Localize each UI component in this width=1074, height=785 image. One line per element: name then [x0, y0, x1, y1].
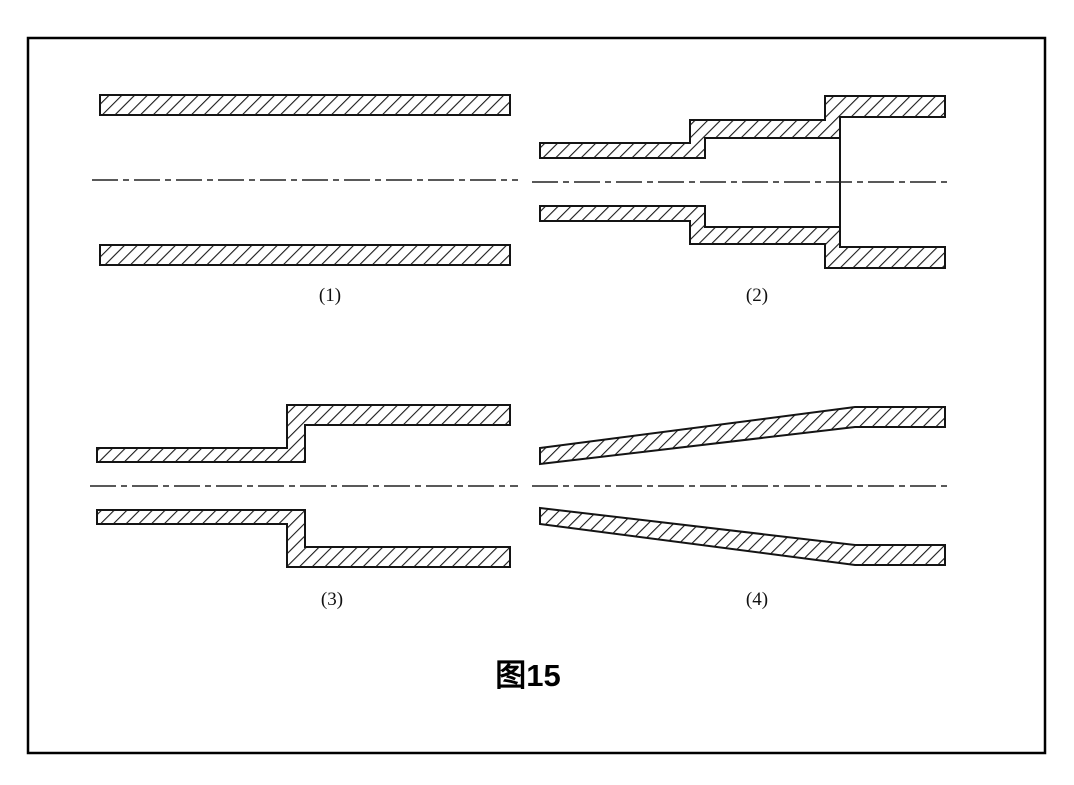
figure-caption: 图15: [495, 658, 560, 693]
pipe-3-label: (3): [321, 589, 343, 610]
pipe-2-label: (2): [746, 285, 768, 306]
pipe-section-1: (1): [92, 94, 518, 306]
pipe-4-lower-wall: [539, 506, 946, 566]
pipe-section-2: (2): [532, 95, 950, 306]
pipe-1-upper-wall: [99, 94, 511, 116]
pipe-4-upper-wall: [539, 406, 946, 466]
pipe-4-label: (4): [746, 589, 768, 610]
pipe-section-4: (4): [532, 406, 950, 610]
pipe-1-lower-wall: [99, 244, 511, 266]
pipe-1-label: (1): [319, 285, 341, 306]
figure-border: [26, 36, 1047, 755]
pipe-3-lower-wall: [96, 509, 511, 568]
pipe-2-lower-wall: [539, 205, 946, 269]
pipe-3-upper-wall: [96, 404, 511, 463]
pipe-section-3: (3): [90, 404, 518, 610]
pipe-2-upper-wall: [539, 95, 946, 159]
